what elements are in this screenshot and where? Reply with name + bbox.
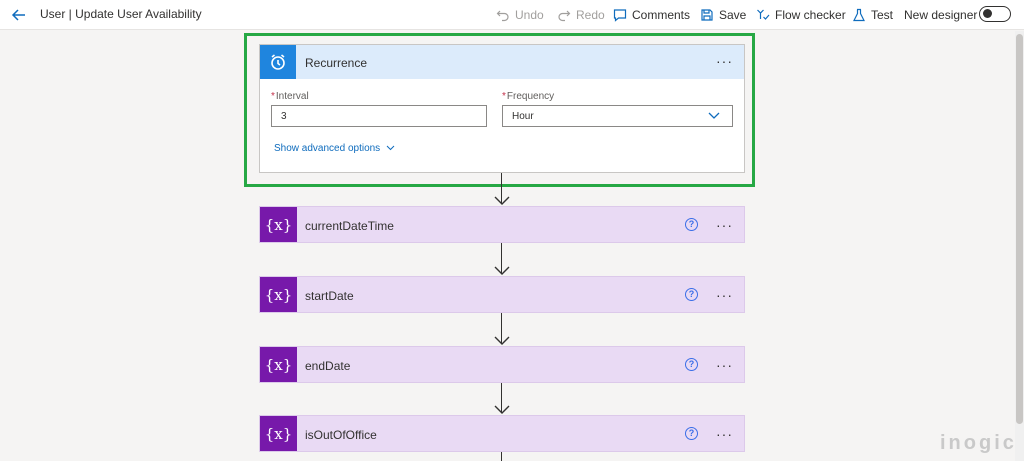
connector-line (501, 382, 502, 412)
connector-line (501, 243, 502, 273)
help-icon[interactable]: ? (685, 358, 698, 371)
highlight-box (244, 33, 755, 187)
undo-icon (496, 8, 510, 22)
help-icon[interactable]: ? (685, 218, 698, 231)
step-card-start-date[interactable]: {x} startDate ? ··· (259, 276, 745, 313)
alarm-clock-icon (260, 45, 296, 79)
step-more-button[interactable]: ··· (716, 287, 733, 303)
undo-button[interactable]: Undo (496, 6, 544, 24)
comments-button[interactable]: Comments (613, 6, 690, 24)
frequency-select[interactable]: Hour (502, 105, 733, 127)
variable-icon: {x} (260, 277, 297, 312)
redo-label: Redo (576, 8, 605, 22)
chevron-down-icon (708, 111, 720, 123)
show-advanced-options-label: Show advanced options (274, 143, 381, 154)
toggle-knob (983, 9, 992, 18)
flow-title: User | Update User Availability (40, 7, 202, 21)
new-designer-toggle[interactable] (979, 6, 1011, 22)
test-button[interactable]: Test (852, 6, 893, 24)
connector-arrow-icon (494, 336, 510, 345)
connector-line (501, 452, 502, 461)
step-more-button[interactable]: ··· (716, 357, 733, 373)
recurrence-card-header[interactable]: Recurrence ··· (260, 45, 744, 79)
connector-arrow-icon (494, 405, 510, 414)
step-card-current-date-time[interactable]: {x} currentDateTime ? ··· (259, 206, 745, 243)
chevron-down-icon (380, 143, 395, 154)
step-title: currentDateTime (305, 219, 394, 233)
interval-input[interactable]: 3 (271, 105, 487, 127)
variable-icon: {x} (260, 416, 297, 451)
connector-arrow-icon (494, 266, 510, 275)
step-card-is-out-of-office[interactable]: {x} isOutOfOffice ? ··· (259, 415, 745, 452)
test-label: Test (871, 8, 894, 22)
redo-icon (557, 8, 571, 22)
vertical-scrollbar-thumb[interactable] (1016, 34, 1023, 424)
show-advanced-options-link[interactable]: Show advanced options (274, 143, 395, 154)
connector-line (501, 173, 502, 203)
interval-label: *Interval (271, 91, 309, 102)
flask-icon (852, 8, 866, 22)
flow-checker-icon (756, 8, 770, 22)
step-card-end-date[interactable]: {x} endDate ? ··· (259, 346, 745, 383)
undo-label: Undo (515, 8, 544, 22)
frequency-label: *Frequency (502, 91, 555, 102)
recurrence-more-button[interactable]: ··· (716, 53, 733, 69)
save-button[interactable]: Save (700, 6, 746, 24)
step-more-button[interactable]: ··· (716, 426, 733, 442)
connector-line (501, 313, 502, 343)
save-icon (700, 8, 714, 22)
watermark-logo: inogic (940, 432, 1017, 454)
step-title: isOutOfOffice (305, 428, 377, 442)
flow-checker-label: Flow checker (775, 8, 846, 22)
save-label: Save (719, 8, 747, 22)
flow-checker-button[interactable]: Flow checker (756, 6, 846, 24)
new-designer-label: New designer (904, 8, 978, 22)
connector-arrow-icon (494, 196, 510, 205)
comments-label: Comments (632, 8, 691, 22)
recurrence-trigger-card[interactable]: Recurrence ··· *Interval 3 *Frequency Ho… (259, 44, 745, 173)
comment-icon (613, 8, 627, 22)
back-arrow-icon[interactable] (10, 6, 30, 24)
top-toolbar: User | Update User Availability Undo Red… (0, 0, 1024, 30)
step-title: endDate (305, 359, 351, 373)
redo-button[interactable]: Redo (557, 6, 605, 24)
variable-icon: {x} (260, 347, 297, 382)
step-title: startDate (305, 289, 354, 303)
recurrence-title: Recurrence (305, 56, 368, 70)
help-icon[interactable]: ? (685, 288, 698, 301)
variable-icon: {x} (260, 207, 297, 242)
step-more-button[interactable]: ··· (716, 217, 733, 233)
help-icon[interactable]: ? (685, 427, 698, 440)
frequency-value: Hour (512, 111, 534, 122)
